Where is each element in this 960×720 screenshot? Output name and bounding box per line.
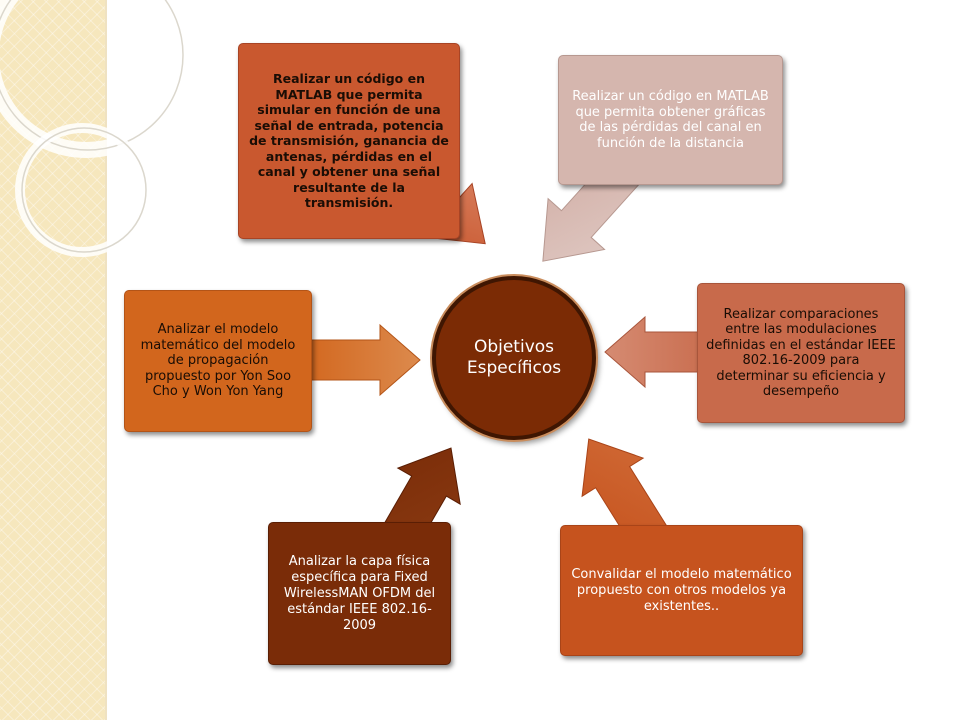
- objective-box-top-right: Realizar un código en MATLAB que permita…: [558, 55, 783, 185]
- decorative-ring-large-edge: [0, 0, 184, 151]
- objective-text-bottom-left: Analizar la capa física específica para …: [283, 553, 436, 633]
- objective-box-left: Analizar el modelo matemático del modelo…: [124, 290, 312, 432]
- central-node-line2: Específicos: [466, 358, 562, 378]
- objective-box-bottom-right: Convalidar el modelo matemático propuest…: [560, 525, 803, 656]
- objective-box-top-left: Realizar un código en MATLAB que permita…: [238, 43, 460, 239]
- objective-text-right: Realizar comparaciones entre las modulac…: [706, 306, 896, 400]
- objective-text-top-left: Realizar un código en MATLAB que permita…: [249, 71, 449, 211]
- objective-text-bottom-right: Convalidar el modelo matemático propuest…: [571, 566, 792, 614]
- objective-text-left: Analizar el modelo matemático del modelo…: [140, 322, 296, 400]
- arrow-left: [299, 323, 421, 397]
- central-node-line1: Objetivos: [473, 337, 555, 357]
- decorative-ring-small-edge: [21, 127, 147, 253]
- objective-text-top-right: Realizar un código en MATLAB que permita…: [572, 89, 769, 151]
- objective-box-right: Realizar comparaciones entre las modulac…: [697, 283, 905, 423]
- central-node: Objetivos Específicos: [432, 276, 596, 440]
- objective-box-bottom-left: Analizar la capa física específica para …: [268, 522, 451, 665]
